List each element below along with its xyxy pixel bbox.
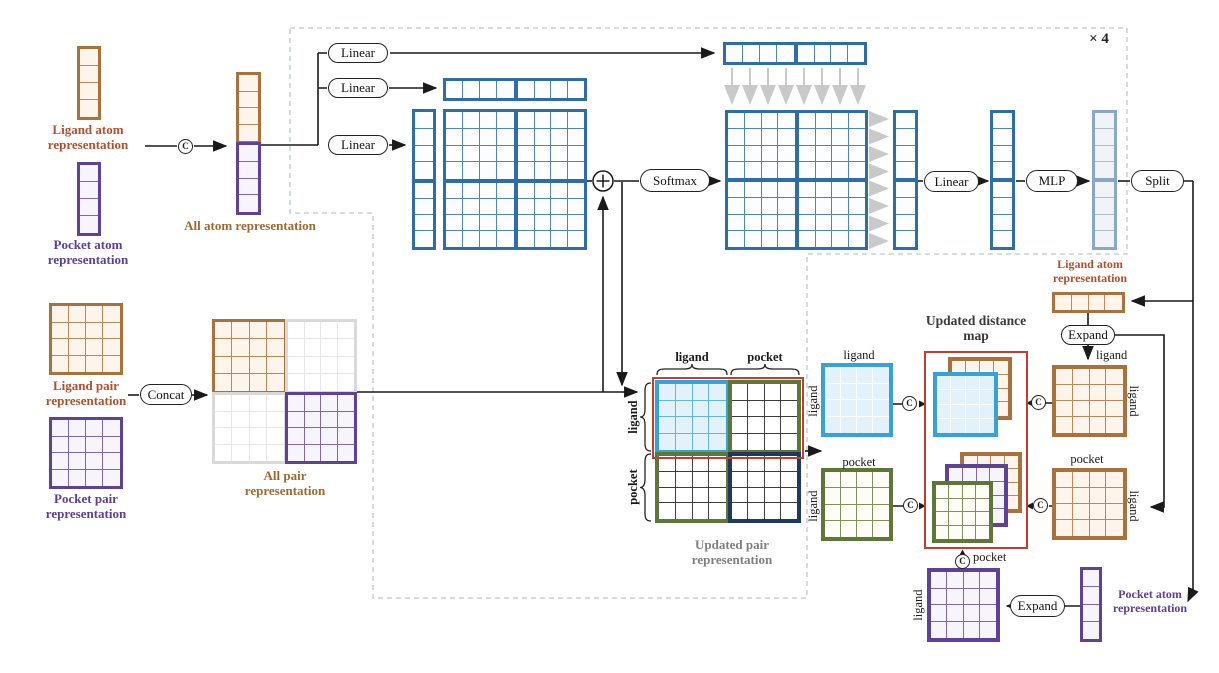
updated-pair-ligand-rows-label: ligand — [625, 400, 640, 434]
updated-pair-pocket-cols-label: pocket — [747, 350, 783, 364]
updated-pair-pocket-rows-label: pocket — [625, 469, 640, 505]
attention-matrix-tl — [725, 110, 798, 181]
updated-pair-ligand-ligand — [655, 380, 730, 454]
attention-matrix-br — [796, 179, 868, 250]
expand-ligand-label: ligand — [1096, 348, 1128, 362]
pocket-slice-side-label: ligand — [805, 490, 820, 522]
linear-op-1: Linear — [328, 43, 388, 63]
all-atom-branch-line — [261, 52, 327, 146]
all-pair-ligand-ligand — [212, 319, 287, 394]
expanded-ligand-pocket-matrix — [1052, 468, 1127, 540]
ligand-pair-matrix — [49, 303, 123, 375]
mlp-output-col-a — [1092, 110, 1117, 181]
pocket-pair-rep-label: Pocket pair representation — [45, 491, 127, 521]
pocket-slice-top-label: pocket — [842, 455, 876, 469]
updated-pair-rep-label: Updated pair representation — [691, 537, 773, 567]
linear-op-4: Linear — [924, 171, 979, 192]
value-row-vector-a — [723, 42, 797, 65]
ligand-atom-rep-label-right: Ligand atom representation — [1052, 257, 1128, 285]
ligand-slice-side-label: ligand — [805, 385, 820, 417]
add-icon — [592, 170, 614, 192]
updated-pair-pocket-pocket — [728, 452, 801, 523]
expand-op-2: Expand — [1010, 595, 1065, 617]
split-down-line — [1184, 180, 1194, 590]
pocket-atom-vector — [77, 162, 101, 236]
hidden-col-b — [990, 179, 1015, 250]
concat-op: Concat — [140, 384, 192, 405]
distance-ligand-cyan-matrix — [933, 372, 998, 437]
slice-to-concat-lines — [893, 403, 903, 507]
expanded-ligand-ligand-matrix — [1052, 365, 1127, 437]
all-pair-pocket-ligand — [212, 392, 287, 464]
all-pair-rep-label: All pair representation — [244, 468, 326, 498]
concat-circle-ligand-right: C — [1031, 395, 1046, 410]
linear-op-2: Linear — [328, 78, 388, 98]
expanded-pocket-side-label: ligand — [1127, 490, 1142, 522]
updated-distance-map-label: Updated distance map — [925, 313, 1027, 344]
expand-matrix-to-concat-lines — [1045, 402, 1052, 507]
value-broadcast-arrows — [724, 68, 866, 105]
pocket-atom-col-vector — [1080, 567, 1102, 642]
value-row-vector-b — [795, 42, 867, 65]
concat-circle-atoms: C — [178, 139, 193, 154]
concat-circle-pocket-right: C — [1033, 498, 1048, 513]
expanded-pocket-top-label: pocket — [1070, 452, 1104, 466]
pocket-atom-rep-label-right: Pocket atom representation — [1112, 587, 1188, 615]
all-pair-pocket-pocket — [285, 392, 357, 464]
concat-circle-ligand-left: C — [902, 396, 917, 411]
hidden-col-a — [990, 110, 1015, 181]
ligand-atom-vector — [77, 46, 101, 120]
concat-pocket-bottom-label: pocket — [973, 550, 1007, 564]
ligand-slice-top-label: ligand — [843, 348, 875, 362]
attn-output-col-b — [893, 179, 918, 250]
pocket-pair-matrix — [49, 417, 123, 489]
attention-matrix-tr — [796, 110, 868, 181]
qk-matrix-tr — [515, 109, 587, 182]
ligand-slice-matrix — [821, 363, 893, 437]
expanded-ligand-side-label: ligand — [1127, 385, 1142, 417]
distance-pocket-olive-matrix — [932, 481, 993, 543]
all-atom-rep-label: All atom representation — [184, 218, 316, 233]
expanded-pocket-matrix — [927, 568, 1000, 642]
all-atom-vector-pocket-part — [236, 142, 261, 215]
updated-pair-pocket-ligand — [655, 452, 730, 523]
concat-circle-pocket-left: C — [903, 498, 918, 513]
ligand-pair-rep-label: Ligand pair representation — [45, 378, 127, 408]
updated-pair-ligand-cols-label: ligand — [675, 350, 709, 364]
pocket-slice-matrix — [821, 468, 893, 541]
repeat-times-label: × 4 — [1089, 31, 1109, 47]
row-sum-arrows — [869, 111, 889, 249]
expand-op-1: Expand — [1061, 325, 1115, 345]
qk-matrix-bl — [443, 180, 517, 250]
query-col-vector-b — [412, 180, 436, 250]
key-row-vector-b — [515, 78, 587, 101]
qk-matrix-tl — [443, 109, 517, 182]
ligand-atom-rep-label: Ligand atom representation — [47, 122, 129, 152]
attention-matrix-bl — [725, 179, 798, 250]
qk-matrix-br — [515, 180, 587, 250]
softmax-op: Softmax — [640, 169, 710, 192]
concat-circle-pocket-bottom: C — [955, 554, 970, 569]
pocket-atom-rep-label: Pocket atom representation — [47, 237, 129, 267]
key-row-vector-a — [443, 78, 517, 101]
mlp-op: MLP — [1026, 170, 1078, 192]
query-col-vector-a — [412, 109, 436, 182]
attn-output-col-a — [893, 110, 918, 181]
all-pair-ligand-pocket — [285, 319, 357, 394]
split-op: Split — [1131, 170, 1184, 192]
linear-op-3: Linear — [328, 135, 388, 155]
mlp-output-col-b — [1092, 179, 1117, 250]
ligand-atom-row-vector — [1052, 292, 1125, 313]
all-atom-vector-ligand-part — [236, 72, 261, 144]
expanded-pocket-matrix-side-label: ligand — [910, 589, 925, 621]
updated-pair-ligand-pocket — [728, 380, 801, 454]
